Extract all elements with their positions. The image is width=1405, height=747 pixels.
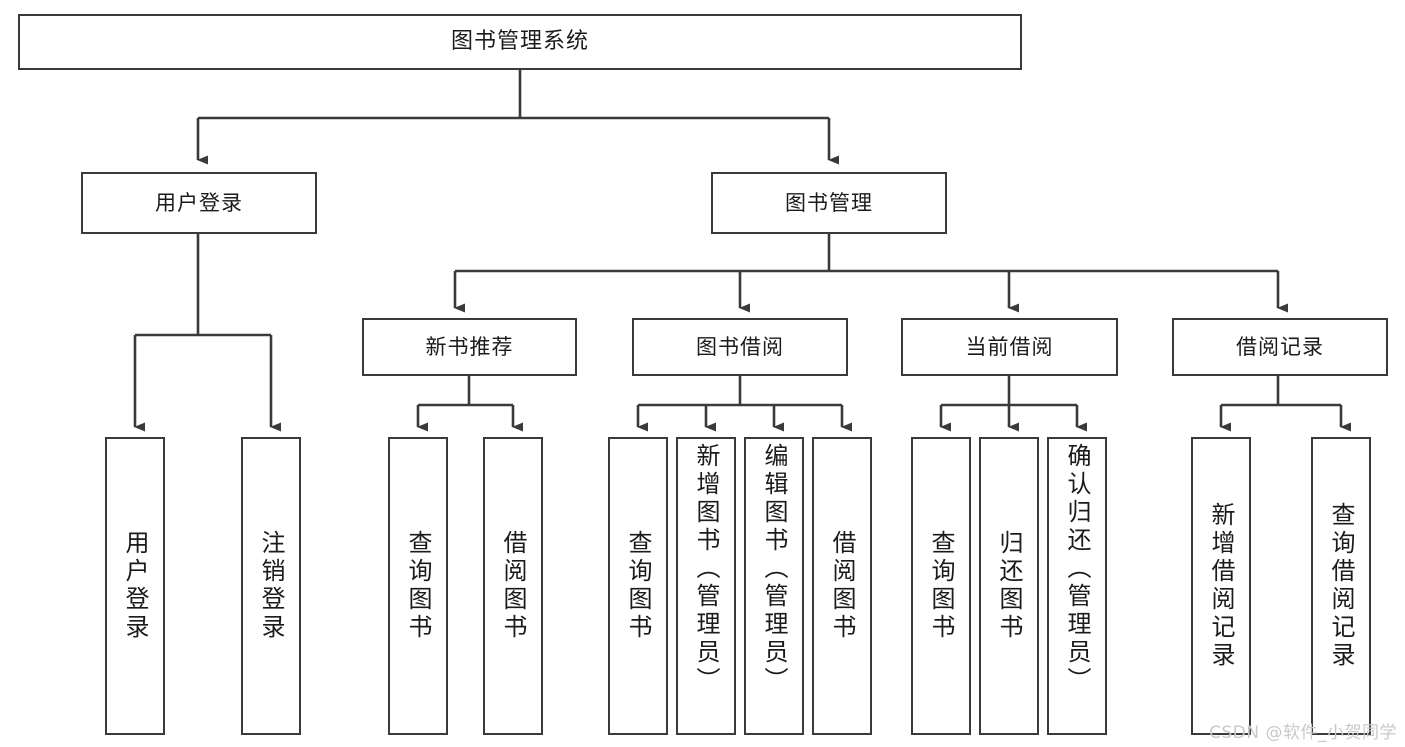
node-label: 图书借阅 [696,334,784,359]
node-label: 借阅记录 [1236,334,1324,359]
node-label: 注销登录 [257,530,285,642]
leaf-query-book-recommend[interactable]: 查询图书 [388,437,448,735]
node-label: 新书推荐 [425,334,514,359]
node-label: 借阅图书 [499,530,527,642]
node-current-borrow[interactable]: 当前借阅 [901,318,1118,376]
node-label: 确认归还（管理员） [1063,443,1091,695]
leaf-logout-login[interactable]: 注销登录 [241,437,301,735]
node-label: 新增借阅记录 [1207,502,1235,670]
node-label: 用户登录 [121,530,149,642]
node-label: 查询借阅记录 [1327,502,1355,670]
node-label: 借阅图书 [828,530,856,642]
node-book-management[interactable]: 图书管理 [711,172,947,234]
leaf-query-book-borrow[interactable]: 查询图书 [608,437,668,735]
node-label: 新增图书（管理员） [692,443,720,695]
node-new-book-recommend[interactable]: 新书推荐 [362,318,577,376]
node-label: 查询图书 [927,530,955,642]
node-user-login[interactable]: 用户登录 [81,172,317,234]
node-label: 当前借阅 [965,334,1054,359]
leaf-add-borrow-record[interactable]: 新增借阅记录 [1191,437,1251,735]
node-label: 查询图书 [404,530,432,642]
leaf-confirm-return-admin[interactable]: 确认归还（管理员） [1047,437,1107,735]
leaf-return-book[interactable]: 归还图书 [979,437,1039,735]
node-book-borrow[interactable]: 图书借阅 [632,318,848,376]
node-label: 归还图书 [995,530,1023,642]
leaf-edit-book-admin[interactable]: 编辑图书（管理员） [744,437,804,735]
leaf-query-borrow-record[interactable]: 查询借阅记录 [1311,437,1371,735]
node-borrow-record[interactable]: 借阅记录 [1172,318,1388,376]
leaf-user-login[interactable]: 用户登录 [105,437,165,735]
node-label: 图书管理 [785,190,873,215]
node-book-management-system[interactable]: 图书管理系统 [18,14,1022,70]
node-label: 用户登录 [155,190,243,215]
node-label: 编辑图书（管理员） [760,443,788,695]
leaf-borrow-book[interactable]: 借阅图书 [812,437,872,735]
node-label: 查询图书 [624,530,652,642]
leaf-add-book-admin[interactable]: 新增图书（管理员） [676,437,736,735]
watermark-text: CSDN @软件_小贺同学 [1209,723,1397,743]
node-label: 图书管理系统 [450,29,589,55]
leaf-borrow-book-recommend[interactable]: 借阅图书 [483,437,543,735]
leaf-query-book-current[interactable]: 查询图书 [911,437,971,735]
